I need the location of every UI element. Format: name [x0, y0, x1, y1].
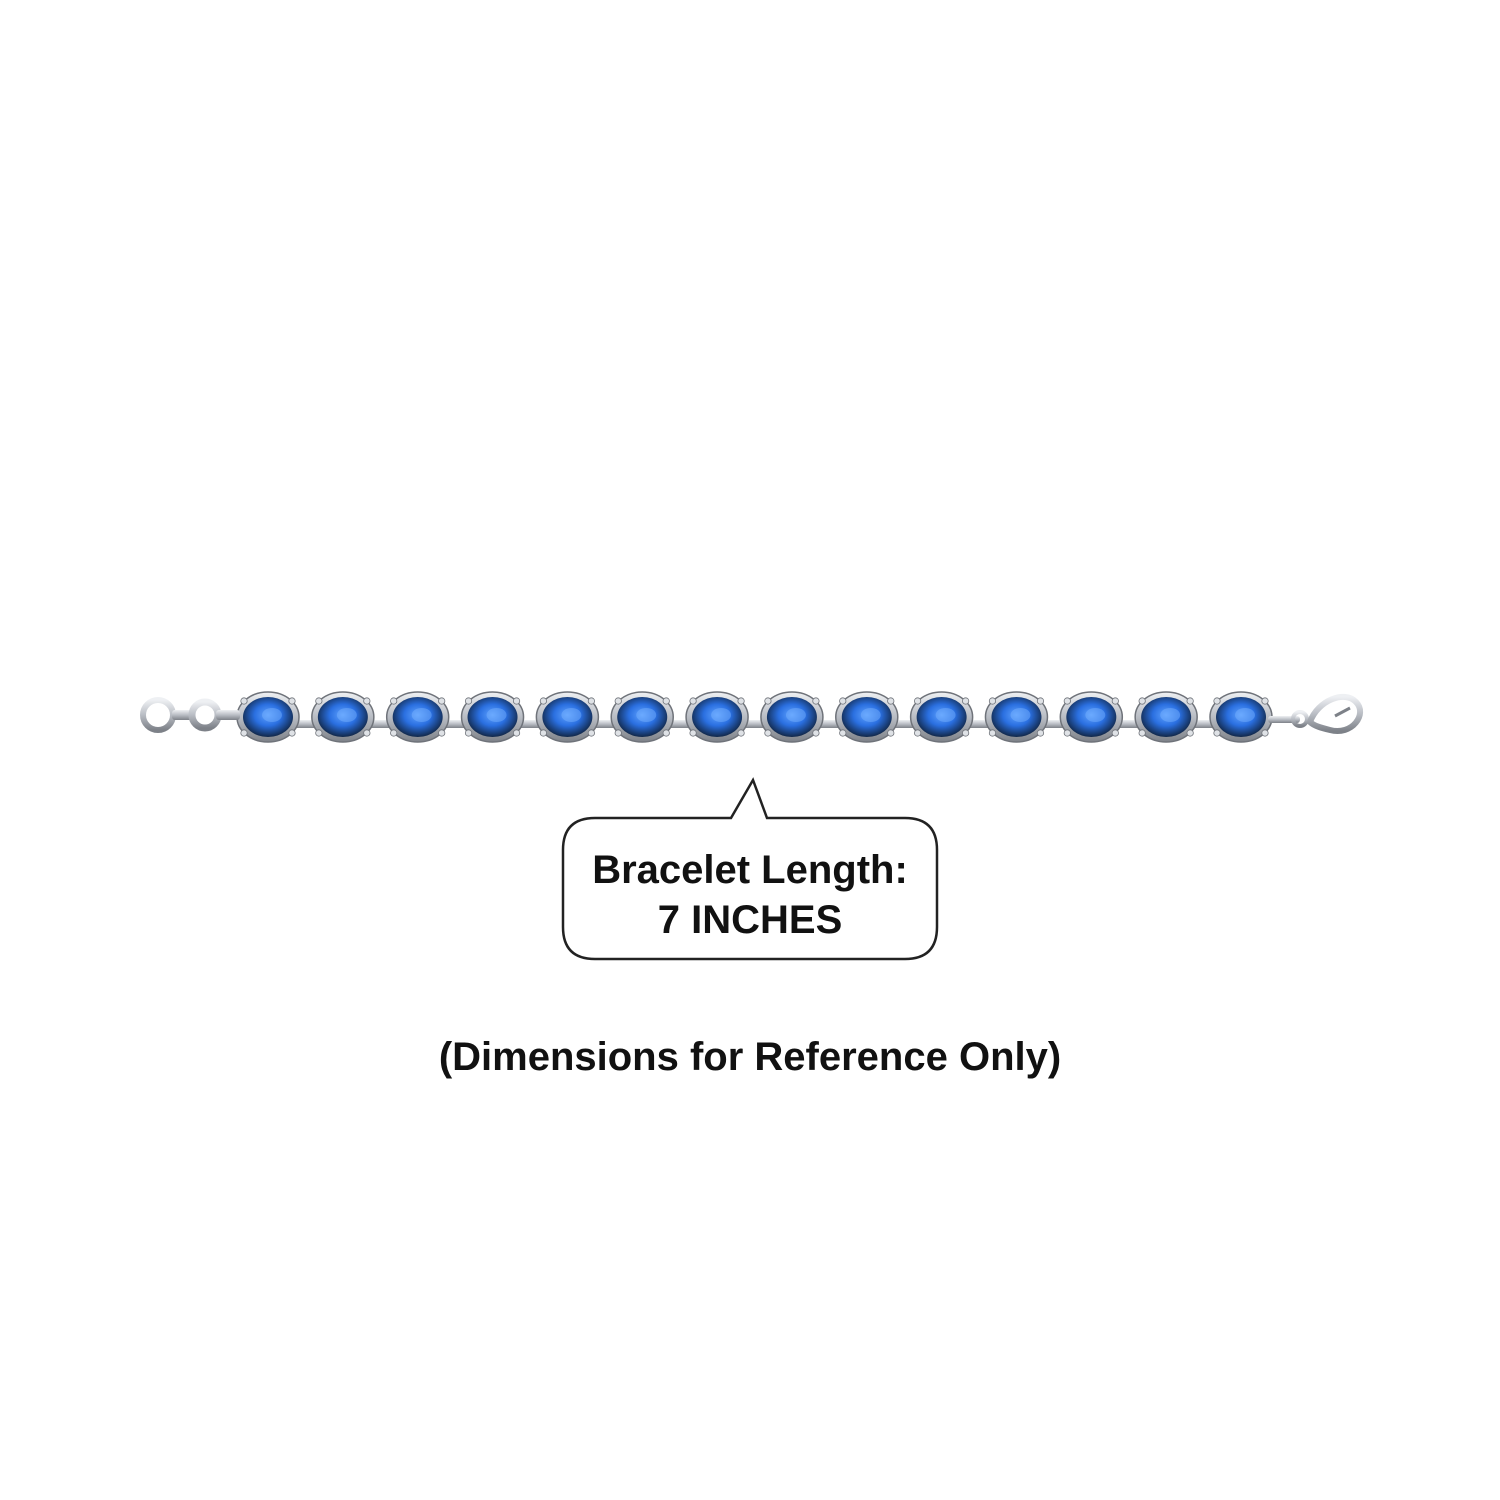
- callout-line-2: 7 INCHES: [657, 898, 843, 942]
- bracelet-stone: [685, 691, 749, 743]
- bracelet-stone: [835, 691, 899, 743]
- toggle-clasp-icon: [140, 697, 240, 733]
- bracelet-stone: [760, 691, 824, 743]
- bracelet-stones: [236, 691, 1273, 743]
- lobster-clasp-icon: [1268, 693, 1364, 734]
- bracelet-stone: [1134, 691, 1198, 743]
- callout-line-1: Bracelet Length:: [592, 848, 908, 892]
- footer-note: (Dimensions for Reference Only): [438, 1035, 1062, 1079]
- bracelet-stone: [311, 691, 375, 743]
- bracelet-stone: [535, 691, 600, 743]
- bracelet-stone: [610, 691, 674, 743]
- bracelet-stone: [1209, 691, 1273, 743]
- bracelet-stone: [984, 691, 1049, 743]
- bracelet-stone: [909, 691, 974, 743]
- callout-bubble: [561, 777, 939, 961]
- bracelet-stone: [460, 691, 525, 743]
- callout-text: Bracelet Length: 7 INCHES: [564, 845, 936, 945]
- bracelet-stone: [385, 691, 450, 743]
- bracelet-stone: [236, 691, 300, 743]
- bracelet-stone: [1059, 691, 1124, 743]
